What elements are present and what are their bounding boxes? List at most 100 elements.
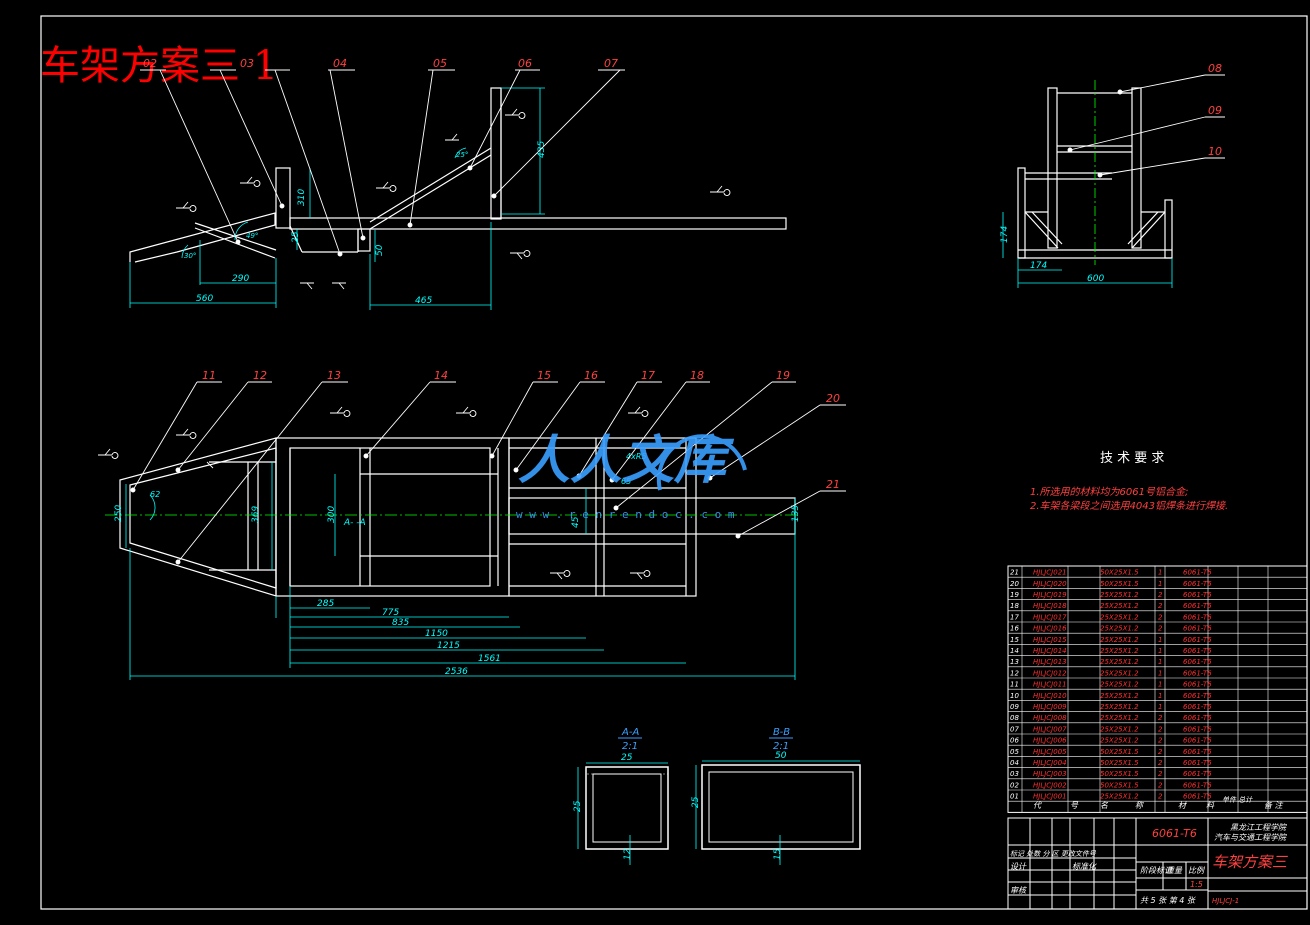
- plan-leaders: [130, 381, 821, 565]
- bom-cell-code: HJLJCJ008: [1033, 714, 1067, 722]
- elevation-dims: [129, 87, 545, 310]
- bom-cell-code: HJLJCJ019: [1033, 591, 1067, 599]
- bom-cell-spec: 50X25X1.5: [1100, 748, 1139, 756]
- weld-symbols-elevation: [176, 108, 731, 290]
- callout-19: 19: [776, 369, 790, 382]
- side-view-callouts: 08 09 10: [1208, 62, 1222, 158]
- section-a-a: A-A 2:1 25 25 12: [573, 727, 669, 865]
- bom-cell-code: HJLJCJ007: [1033, 725, 1067, 733]
- bom-cell-qty: 2: [1158, 781, 1163, 789]
- bom-cell-qty: 1: [1158, 681, 1162, 689]
- bom-cell-no: 06: [1010, 737, 1019, 745]
- bom-cell-no: 16: [1010, 625, 1019, 633]
- bom-cell-qty: 2: [1158, 725, 1163, 733]
- bom-cell-qty: 2: [1158, 613, 1163, 621]
- callout-14: 14: [434, 369, 448, 382]
- svg-text:50: 50: [775, 751, 787, 761]
- svg-text:4xR5: 4xR5: [626, 452, 646, 461]
- bom-cell-code: HJLJCJ013: [1033, 658, 1067, 666]
- bom-cell-spec: 50X25X1.5: [1100, 569, 1139, 577]
- callout-07: 07: [604, 57, 618, 70]
- callout-12: 12: [253, 369, 267, 382]
- bom-cell-qty: 1: [1158, 647, 1162, 655]
- svg-text:阶段标记: 阶段标记: [1140, 866, 1173, 875]
- side-view-dims: [1002, 212, 1173, 288]
- elevation-callouts: 02 03 04 05 06 07: [143, 57, 618, 70]
- bom-cell-no: 07: [1010, 725, 1019, 733]
- bom-cell-mat: 6061-T6: [1183, 781, 1212, 789]
- svg-text:2536: 2536: [445, 667, 468, 677]
- svg-text:30°: 30°: [184, 252, 196, 260]
- svg-text:标准化: 标准化: [1072, 862, 1097, 871]
- bom-cell-code: HJLJCJ003: [1033, 770, 1067, 778]
- svg-text:600: 600: [1087, 274, 1104, 284]
- tech-line-2: 2.车架各梁段之间选用4043铝焊条进行焊接.: [1030, 500, 1228, 512]
- bom-cell-mat: 6061-T6: [1183, 714, 1212, 722]
- svg-text:174: 174: [1030, 261, 1047, 271]
- plan-dim-text: 285 775 835 1150 1215 1561 2536 250 369 …: [114, 452, 801, 677]
- technical-requirements: 技 术 要 求 1.所选用的材料均为6061号铝合金; 2.车架各梁段之间选用4…: [1030, 451, 1228, 512]
- bom-cell-mat: 6061-T6: [1183, 737, 1212, 745]
- callout-17: 17: [641, 369, 655, 382]
- bom-cell-code: HJLJCJ010: [1033, 692, 1067, 700]
- bom-cell-code: HJLJCJ017: [1033, 613, 1067, 621]
- bom-cell-qty: 2: [1158, 602, 1163, 610]
- elevation-dim-text: 560 290 465 310 25 50 435 30° 49° 25°: [184, 141, 547, 306]
- bom-cell-spec: 25X25X1.2: [1100, 669, 1139, 677]
- callout-21: 21: [826, 478, 840, 491]
- bom-cell-spec: 50X25X1.5: [1100, 580, 1139, 588]
- callout-09: 09: [1208, 104, 1222, 117]
- bom-cell-no: 03: [1010, 770, 1019, 778]
- bom-cell-code: HJLJCJ011: [1033, 681, 1067, 689]
- bom-cell-qty: 2: [1158, 591, 1163, 599]
- bom-cell-qty: 1: [1158, 569, 1162, 577]
- svg-text:标记 处数 分 区 更改文件号: 标记 处数 分 区 更改文件号: [1010, 850, 1097, 858]
- bom-cell-code: HJLJCJ016: [1033, 625, 1067, 633]
- svg-text:50: 50: [375, 244, 385, 256]
- section-b-b: B-B 2:1 50 25 15: [691, 727, 861, 865]
- bom-cell-code: HJLJCJ015: [1033, 636, 1067, 644]
- bom-header: 代 号 名 称 材 料 单件 总计 备 注: [1033, 796, 1284, 810]
- bom-cell-qty: 1: [1158, 636, 1162, 644]
- bom-cell-spec: 50X25X1.5: [1100, 759, 1139, 767]
- sheet-border: [40, 15, 1308, 910]
- drawing-title: 车架方案三 1: [40, 43, 278, 89]
- watermark-ring: [656, 434, 747, 491]
- svg-text:135: 135: [791, 505, 801, 522]
- bom-cell-mat: 6061-T6: [1183, 613, 1212, 621]
- svg-text:310: 310: [297, 189, 307, 206]
- bom-cell-qty: 1: [1158, 669, 1162, 677]
- bom-cell-no: 17: [1010, 613, 1019, 621]
- tech-line-1: 1.所选用的材料均为6061号铝合金;: [1030, 486, 1188, 498]
- plan-callout-underlines: [197, 381, 846, 492]
- svg-text:共 5 张 第 4 张: 共 5 张 第 4 张: [1140, 896, 1196, 905]
- side-view-leaders: [1067, 74, 1225, 178]
- watermark-brand: 人人文库: [518, 431, 735, 491]
- svg-text:比例: 比例: [1188, 866, 1206, 875]
- bom-cell-spec: 25X25X1.2: [1100, 636, 1139, 644]
- bom-cell-qty: 2: [1158, 748, 1163, 756]
- bom-cell-no: 15: [1010, 636, 1019, 644]
- bom-cell-no: 20: [1010, 580, 1019, 588]
- bom-cell-mat: 6061-T6: [1183, 759, 1212, 767]
- bom-cell-no: 01: [1010, 793, 1019, 801]
- bom-cell-qty: 2: [1158, 625, 1163, 633]
- bom-cell-mat: 6061-T6: [1183, 725, 1212, 733]
- bom-cell-qty: 1: [1158, 692, 1162, 700]
- bom-cell-code: HJLJCJ001: [1033, 793, 1067, 801]
- bom-cell-code: HJLJCJ021: [1033, 569, 1067, 577]
- bom-cell-no: 02: [1010, 781, 1019, 789]
- svg-text:称: 称: [1135, 801, 1145, 810]
- bom-cell-mat: 6061-T6: [1183, 669, 1212, 677]
- bom-cell-mat: 6061-T6: [1183, 625, 1212, 633]
- bom-cell-mat: 6061-T6: [1183, 793, 1212, 801]
- callout-02: 02: [143, 57, 157, 70]
- bom-cell-code: HJLJCJ004: [1033, 759, 1067, 767]
- svg-text:25: 25: [291, 231, 301, 243]
- bom-cell-no: 14: [1010, 647, 1019, 655]
- callout-18: 18: [690, 369, 704, 382]
- bom-cell-mat: 6061-T6: [1183, 748, 1212, 756]
- callout-11: 11: [202, 369, 216, 382]
- svg-text:名: 名: [1100, 801, 1109, 810]
